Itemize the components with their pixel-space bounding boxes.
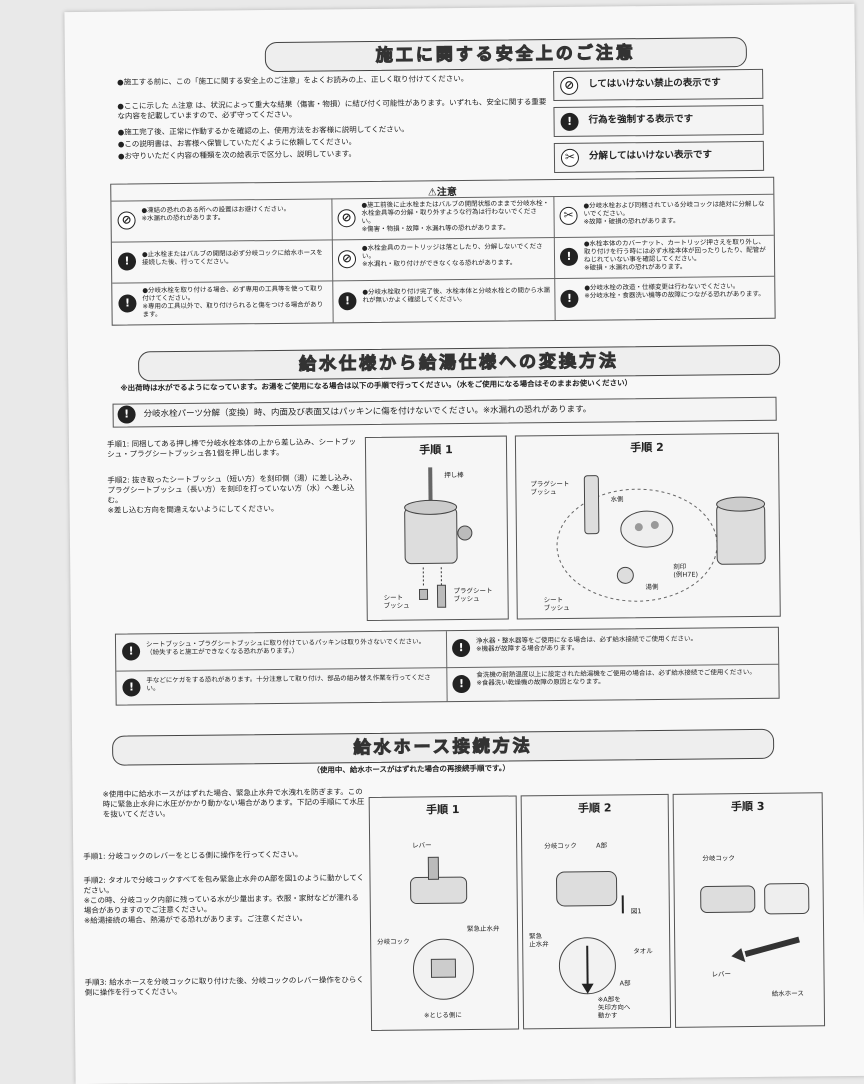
conversion-panel-1: 手順 1 押し棒 シート ブッシュ プラグシート ブッシュ [365,436,509,621]
note-text: シートブッシュ・プラグシートブッシュに取り付けているパッキンは取り外さないでくだ… [146,637,442,656]
label-close-side: ※とじる側に [424,1011,462,1019]
label-figure-1: 図1 [631,907,642,915]
caution-cell: ●水栓本体のカバーナット、カートリッジ押さえを取り外し、取り付けを行う時には必ず… [584,238,770,272]
hose-panel-1: 手順 1 レバー 分岐コック 緊急止水弁 ※とじる側に [369,795,519,1031]
instruction-sheet: 施工に関する安全上のご注意 ●施工する前に、この「施工に関する安全上のご注意」を… [64,4,864,1084]
section-title-safety: 施工に関する安全上のご注意 [265,37,747,72]
safety-intro-1: ●施工する前に、この「施工に関する安全上のご注意」をよくお読みの上、正しく取り付… [117,73,547,88]
label-part-a: A部 [596,842,607,850]
mandatory-icon: ! [452,675,470,693]
label-water-side: 水側 [610,495,623,503]
caution-title: ⚠注意 [111,180,773,202]
mandatory-icon: ! [560,248,578,266]
label-branch-cock: 分岐コック [544,842,577,850]
no-disassemble-icon: ✂ [561,149,579,167]
hose-step-3: 手順3: 給水ホースを分岐コックに取り付けた後、分岐コックのレバー操作をひらく側… [85,975,367,998]
conversion-step-2: 手順2: 抜き取ったシートブッシュ（短い方）を刻印側（湯）に差し込み、プラグシー… [107,473,357,516]
caution-cell: ●止水栓またはバルブの開閉は必ず分岐コックに給水ホースを接続した後、行ってくださ… [142,248,328,266]
label-plug-seat-bush: プラグシート ブッシュ [453,587,492,603]
mandatory-icon: ! [338,292,356,310]
mandatory-icon: ! [560,113,578,131]
mandatory-icon: ! [452,639,470,657]
section-title-conversion: 給水仕様から給湯仕様への変換方法 [138,345,780,382]
no-disassemble-icon: ✂ [559,207,577,225]
section-title-hose: 給水ホース接続方法 [112,729,774,766]
caution-cell: ●分岐水栓取り付け完了後、水栓本体と分岐水栓との間から水漏れが無いかよく確認して… [362,286,550,304]
caution-cell: ●施工前後に止水栓またはバルブの開閉状態のままで分岐水栓・水栓金具等の分解・取り… [361,199,549,233]
lever-close-diagram [370,796,518,1030]
caution-cell: ●分岐水栓を取り付ける場合、必ず専用の工具等を使って取り付けてください。 ※専用… [142,284,328,318]
prohibit-icon: ⊘ [560,77,578,95]
note-text: 食洗機の耐熱温度以上に設定された給湯機をご使用の場合は、必ず給水接続でご使用くだ… [476,668,772,687]
hose-step-2: 手順2: タオルで分岐コックすべてを包み緊急止水弁のA部を図1のように動かしてく… [83,873,366,926]
caution-cell: ●分岐水栓の改造・仕様変更は行わないでください。 ※分岐水栓・食器洗い機等の故障… [584,282,770,300]
label-supply-hose: 給水ホース [772,989,804,997]
label-lever: レバー [711,970,731,978]
caution-cell: ●分岐水栓および同梱されている分岐コックは絶対に分解しないでください。 ※故障・… [583,200,769,226]
hose-intro: ※使用中に給水ホースがはずれた場合、緊急止水弁で水洩れを防ぎます。この時に緊急止… [103,787,365,820]
hose-step-1: 手順1: 分岐コックのレバーをとじる側に操作を行ってください。 [83,849,365,862]
label-branch-cock: 分岐コック [702,854,735,862]
note-text: 手などにケガをする恐れがあります。十分注意して取り付け、部品の組み替え作業を行っ… [146,673,442,692]
mandatory-icon: ! [560,290,578,308]
label-engraving: 刻印 (例H7E) [673,563,698,579]
conversion-notes: ! シートブッシュ・プラグシートブッシュに取り付けているパッキンは取り外さないで… [115,627,780,706]
label-push-rod: 押し棒 [444,471,464,479]
caution-cell: ●凍結の恐れのある所への設置はお避けください。 ※水漏れの恐れがあります。 [141,204,327,222]
conversion-panel-2: 手順 2 プラグシート ブッシュ 水側 シート ブッシュ 湯側 刻印 (例H7E… [515,433,781,620]
mandatory-icon: ! [122,642,140,660]
legend-mandatory: ! 行為を強制する表示です [553,105,763,137]
mandatory-icon: ! [118,405,136,423]
hose-panel-2: 手順 2 分岐コック A部 図1 緊急 止水弁 タオル A部 ※A部を 矢印方向… [521,794,671,1030]
safety-intro-2: ●ここに示した ⚠注意 は、状況によって重大な結果（傷害・物損）に結び付く可能性… [117,97,547,122]
conversion-step-1: 手順1: 同梱してある押し棒で分岐水栓本体の上から差し込み、シートブッシュ・プラ… [107,437,357,460]
legend-no-disassemble: ✂ 分解してはいけない表示です [554,141,764,173]
caution-table: ⚠注意 ⊘ ●凍結の恐れのある所への設置はお避けください。 ※水漏れの恐れがあり… [110,177,775,326]
hose-panel-3: 手順 3 分岐コック レバー 給水ホース [673,792,825,1028]
mandatory-icon: ! [122,678,140,696]
hose-subtitle: （使用中、給水ホースがはずれた場合の再接続手順です。） [312,762,612,775]
mandatory-icon: ! [118,294,136,312]
label-lever: レバー [412,841,432,849]
label-hot-side: 湯側 [645,583,658,591]
label-emergency-valve: 緊急止水弁 [467,925,500,933]
label-branch-cock: 分岐コック [377,938,410,946]
valve-press-diagram [522,795,670,1029]
label-towel: タオル [633,947,653,955]
label-emergency-valve: 緊急 止水弁 [529,932,549,948]
label-move-a: ※A部を 矢印方向へ 動かす [598,995,631,1019]
note-text: 浄水器・整水器等をご使用になる場合は、必ず給水接続でご使用ください。 ※機器が故… [476,634,772,653]
prohibit-icon: ⊘ [118,211,136,229]
prohibit-icon: ⊘ [338,250,356,268]
legend-prohibit: ⊘ してはいけない禁止の表示です [553,69,763,101]
conversion-warning: ! 分岐水栓パーツ分解（変換）時、内面及び表面又はパッキンに傷を付けないでくださ… [113,397,777,428]
label-seat-bush: シート ブッシュ [384,594,410,610]
safety-intro-5: ●お守りいただく内容の種類を次の絵表示で区分し、説明しています。 [118,147,548,162]
label-part-a: A部 [620,979,631,987]
label-plug-seat-bush: プラグシート ブッシュ [530,480,569,496]
label-seat-bush: シート ブッシュ [544,596,570,612]
prohibit-icon: ⊘ [337,209,355,227]
caution-cell: ●水栓金具のカートリッジは落としたり、分解しないでください。 ※水漏れ・取り付け… [362,242,550,268]
mandatory-icon: ! [118,252,136,270]
